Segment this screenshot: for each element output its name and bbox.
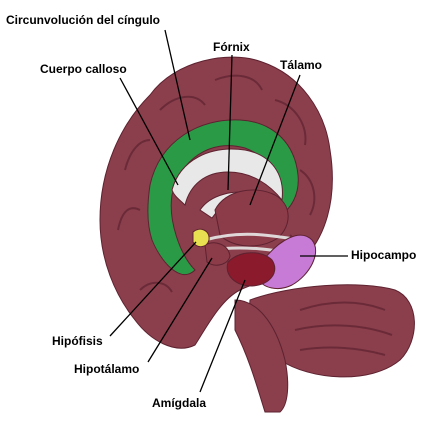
leader-corpus-callosum: [119, 77, 179, 186]
label-amygdala: Amígdala: [152, 396, 207, 410]
leader-hypothalamus: [147, 257, 213, 363]
gyri: [117, 74, 393, 356]
label-corpus-callosum: Cuerpo calloso: [40, 62, 127, 76]
pituitary: [192, 228, 210, 248]
label-thalamus: Tálamo: [280, 58, 323, 72]
label-fornix: Fórnix: [213, 40, 250, 54]
leader-fornix: [227, 54, 233, 191]
thalamus: [214, 189, 289, 247]
amygdala: [226, 252, 276, 287]
brainstem: [234, 299, 289, 413]
label-pituitary: Hipófisis: [52, 334, 103, 348]
corpus-callosum: [171, 148, 283, 206]
leader-cingulate: [164, 29, 191, 141]
leader-pituitary: [109, 241, 197, 337]
leader-amygdala: [199, 279, 246, 393]
label-hippocampus: Hipocampo: [351, 248, 417, 262]
label-hypothalamus: Hipotálamo: [74, 362, 140, 376]
label-cingulate: Circunvolución del cíngulo: [6, 13, 161, 27]
leader-thalamus: [249, 74, 301, 206]
leader-lines: [109, 29, 348, 393]
